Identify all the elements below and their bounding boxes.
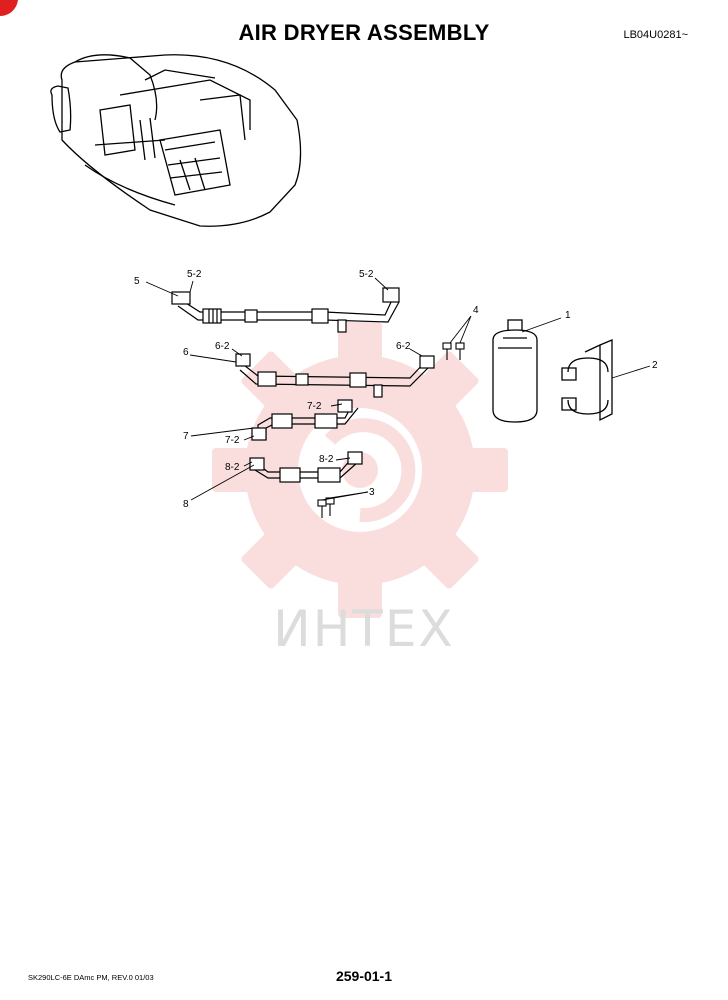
watermark-text: ИНТЕХ: [273, 600, 455, 658]
callout-5-2-right: 5-2: [359, 269, 374, 280]
callout-4: 4: [473, 305, 479, 316]
hose-assembly-6: [235, 353, 435, 398]
watermark-gear: [212, 322, 508, 618]
manual-reference: SK290LC-6E DAmc PM, REV.0 01/03: [28, 973, 154, 982]
serial-range: LB04U0281~: [623, 29, 688, 41]
hose-assembly-7: [251, 399, 359, 441]
corner-badge: [0, 0, 18, 17]
page-title: AIR DRYER ASSEMBLY: [238, 20, 490, 45]
page-number: 259-01-1: [335, 968, 393, 984]
receiver-dryer: [492, 319, 538, 423]
callout-7-2-upper: 7-2: [307, 401, 322, 412]
callout-8-2-right: 8-2: [319, 454, 334, 465]
callout-8-2-left: 8-2: [225, 462, 240, 473]
hose-assembly-5: [171, 287, 400, 333]
callout-2: 2: [652, 360, 658, 371]
callout-1: 1: [565, 310, 571, 321]
callout-6-2-right: 6-2: [396, 341, 411, 352]
leader-lines: [145, 277, 651, 501]
callout-6-2-left: 6-2: [215, 341, 230, 352]
machine-overview: [50, 54, 302, 227]
callout-8: 8: [183, 499, 189, 510]
callout-6: 6: [183, 347, 189, 358]
callout-7-2-lower: 7-2: [225, 435, 240, 446]
callout-5: 5: [134, 276, 140, 287]
callout-labels: 1 2 3 4 5 5-2 5-2 6 6-2 6-2 7 7-2 7-2 8 …: [134, 269, 658, 510]
hose-assembly-8: [249, 451, 363, 483]
callout-3: 3: [369, 487, 375, 498]
callout-5-2-left: 5-2: [187, 269, 202, 280]
dryer-bracket: [561, 339, 613, 422]
callout-7: 7: [183, 431, 189, 442]
